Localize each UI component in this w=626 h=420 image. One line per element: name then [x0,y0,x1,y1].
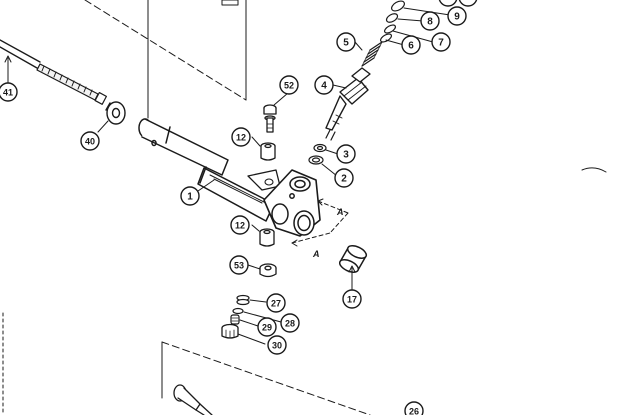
cap-9 [391,0,405,12]
bushing-40 [105,101,126,125]
seal-8 [385,13,399,23]
fitting-bottom [173,384,213,416]
washer-7 [383,24,397,34]
leader-mark-right [581,167,607,173]
pinion-valve-4 [325,67,371,141]
callout-4: 4 [321,81,327,92]
callout-9: 9 [454,12,460,23]
callout-6: 6 [408,41,414,52]
callout-circles [0,0,478,420]
callout-12-upper: 12 [236,133,246,143]
inset-frame-bottom [161,341,371,416]
seal-28 [232,307,244,315]
rack-housing [138,118,321,237]
tie-rod-assembly [0,39,108,105]
leader-lines [4,7,451,416]
callout-27: 27 [271,299,281,309]
bushing-12-upper [260,142,276,161]
callout-8: 8 [427,17,433,28]
plug-30 [221,323,239,339]
callout-40: 40 [85,137,95,147]
bushing-12-lower [259,228,275,247]
section-mark-lower: A [312,249,320,259]
callout-29: 29 [262,323,272,333]
callout-17: 17 [347,295,357,305]
ring-2 [308,155,324,165]
ring-6 [379,33,393,43]
callout-52: 52 [284,81,294,91]
section-mark-upper: A [336,207,344,217]
callout-2: 2 [341,174,347,185]
callout-26: 26 [409,407,419,416]
callout-30: 30 [272,341,282,351]
callout-3: 3 [343,150,349,161]
seal-3 [313,143,327,153]
callout-1: 1 [187,192,193,203]
callout-5: 5 [343,38,349,49]
spring-29 [230,314,240,325]
inset-frame-top [84,0,247,119]
nut-53 [259,263,277,278]
callout-41: 41 [3,88,13,98]
callout-7: 7 [438,38,444,49]
spring-5 [361,41,383,67]
section-lines [291,198,349,247]
callout-28: 28 [285,319,295,329]
callout-53: 53 [234,261,244,271]
bolt-52 [263,104,277,133]
sleeve-17 [338,245,368,273]
washer-27 [236,294,250,306]
callout-12-lower: 12 [235,221,245,231]
